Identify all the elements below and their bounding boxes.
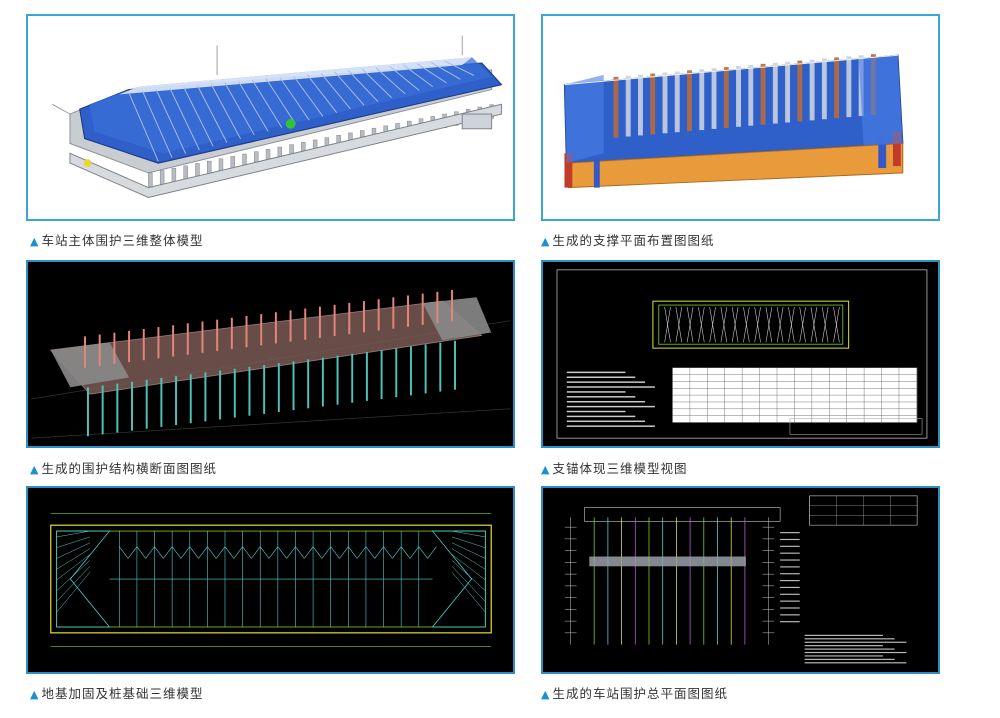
triangle-up-icon: ▲ (30, 688, 40, 701)
triangle-up-icon: ▲ (541, 235, 551, 248)
triangle-up-icon: ▲ (541, 463, 551, 476)
caption-station-general-plan: ▲生成的车站围护总平面图图纸 (541, 686, 728, 701)
panel-enclosure-cross-section (26, 260, 515, 448)
panel-foundation-reinforcement (26, 486, 515, 674)
caption-3d-enclosure-model: ▲车站主体围护三维整体模型 (30, 233, 204, 248)
support-plan-view (563, 54, 904, 189)
pile-3d-view (31, 289, 510, 439)
caption-support-plan-drawing: ▲生成的支撑平面布置图图纸 (541, 233, 715, 248)
caption-anchor-support-view: ▲支锚体现三维模型视图 (541, 461, 688, 476)
panel-support-plan-drawing (541, 14, 940, 221)
triangle-up-icon: ▲ (541, 688, 551, 701)
panel-anchor-support-view (541, 260, 940, 448)
general-plan-cad-view (564, 495, 918, 664)
triangle-up-icon: ▲ (30, 463, 40, 476)
panel-3d-enclosure-model (26, 14, 515, 221)
anchor-cad-view (556, 269, 928, 439)
panel-station-general-plan (541, 486, 940, 674)
caption-foundation-reinforcement: ▲地基加固及桩基础三维模型 (30, 686, 204, 701)
triangle-up-icon: ▲ (30, 235, 40, 248)
enclosure-3d-view (52, 35, 503, 198)
foundation-cad-view (50, 513, 492, 647)
caption-enclosure-cross-section: ▲生成的围护结构横断面图图纸 (30, 461, 217, 476)
